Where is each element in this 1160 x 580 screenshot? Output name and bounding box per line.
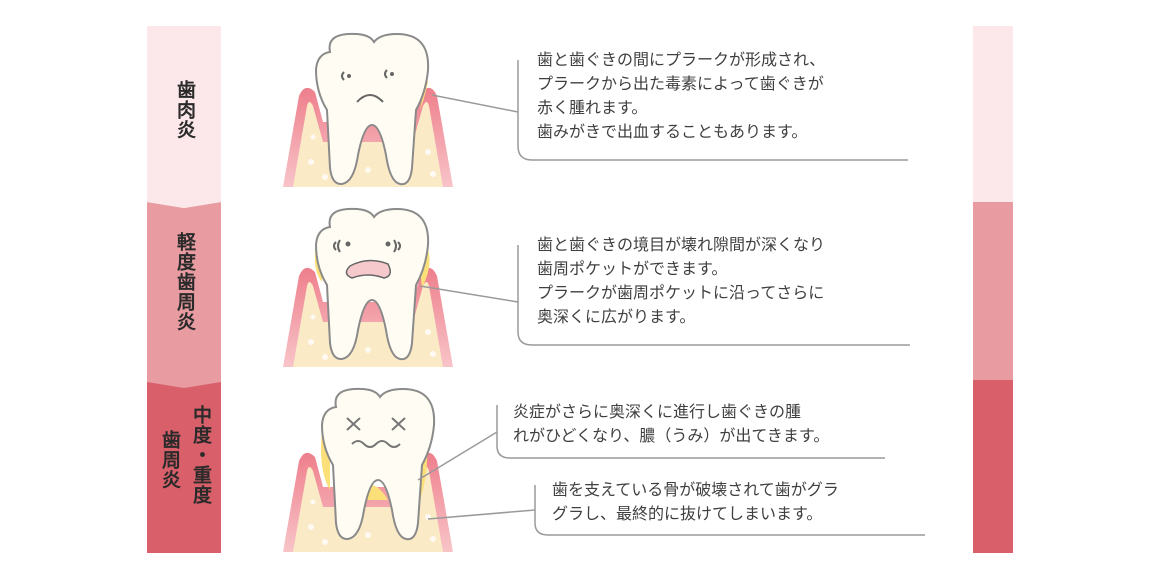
description-bone-destruction: 歯を支えている骨が破壊されて歯がグラ グラし、最終的に抜けてしまいます。	[552, 480, 839, 523]
tooth-illustration-severe-periodontitis	[283, 387, 453, 552]
right-bar-stage1	[973, 26, 1013, 202]
leader-lines	[417, 60, 925, 536]
right-bar-stage3	[973, 380, 1013, 553]
description-severe-inflammation: 炎症がさらに奥深くに進行し歯ぐきの腫 れがひどくなり、膿（うみ）が出てきます。	[513, 402, 830, 445]
tooth-illustration-mild-periodontitis	[283, 207, 453, 367]
description-gingivitis: 歯と歯ぐきの間にプラークが形成され、 プラークから出た毒素によって歯ぐきが 赤く…	[537, 50, 826, 141]
stage-label-severity: 中度・重度	[190, 405, 212, 505]
stage-label-gingivitis: 歯肉炎	[174, 80, 196, 140]
scared-face-icon	[333, 239, 401, 279]
tooth-illustration-gingivitis	[283, 32, 453, 187]
stage-band-mild-periodontitis	[147, 202, 221, 388]
worried-face-icon	[341, 69, 394, 103]
stage-label-periodontitis: 歯周炎	[159, 430, 181, 490]
description-mild-periodontitis: 歯と歯ぐきの境目が壊れ隙間が深くなり 歯周ポケットができます。 プラークが歯周ポ…	[537, 235, 826, 326]
stage-band-gingivitis	[147, 26, 221, 208]
dizzy-face-icon	[346, 417, 406, 448]
right-bar-stage2	[973, 202, 1013, 380]
stage-label-mild-periodontitis: 軽度歯周炎	[174, 232, 196, 332]
stage-band-severe-periodontitis	[147, 380, 221, 553]
